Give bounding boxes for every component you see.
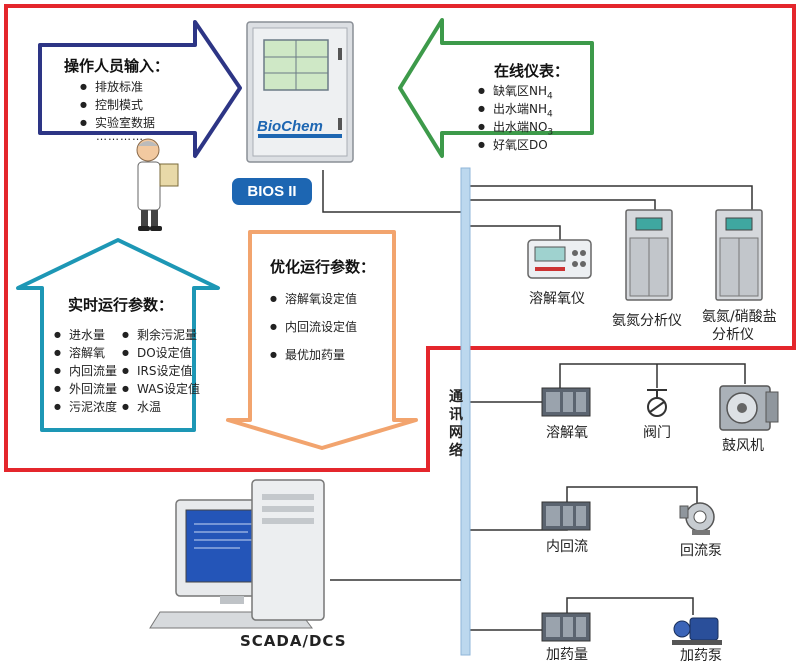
optimized-item: 内回流设定值 — [270, 318, 357, 335]
blower-icon — [719, 385, 779, 431]
valve-icon — [647, 389, 667, 417]
scada-computer — [149, 479, 325, 629]
optimized-item: 溶解氧设定值 — [270, 290, 357, 307]
nitrate-analyzer-label-1: 氨氮/硝酸盐 — [702, 309, 777, 325]
internal-reflux-label: 内回流 — [546, 539, 588, 555]
valve-label: 阀门 — [643, 425, 671, 441]
controller-dosing — [541, 612, 591, 642]
bios-cabinet — [246, 21, 354, 163]
reflux-pump-icon — [679, 502, 715, 535]
online-item: 出水端NO3 — [478, 118, 553, 137]
do-meter-label: 溶解氧仪 — [529, 291, 585, 307]
nitrate-analyzer-label-2: 分析仪 — [712, 327, 754, 343]
realtime-item: WAS设定值 — [122, 380, 200, 397]
do-meter-device — [527, 239, 592, 279]
reflux-pump-label: 回流泵 — [680, 543, 722, 559]
dosing-label: 加药量 — [546, 647, 588, 663]
online-item: 出水端NH4 — [478, 100, 553, 119]
operator-person — [136, 138, 179, 231]
realtime-item: IRS设定值 — [122, 362, 193, 379]
dosing-pump-icon — [672, 617, 722, 645]
system-boundary — [4, 4, 796, 472]
blower-label: 鼓风机 — [722, 438, 764, 454]
biochem-logo: BioChem — [257, 118, 323, 135]
online-item: 缺氧区NH4 — [478, 82, 553, 101]
operator-item: 实验室数据 — [80, 114, 155, 131]
scada-label: SCADA/DCS — [240, 632, 347, 650]
nitrate-analyzer-device — [715, 209, 763, 301]
instrument-lines — [470, 185, 753, 240]
operator-item: 控制模式 — [80, 96, 143, 113]
controller-do — [541, 387, 591, 417]
cabinet-connection — [322, 170, 462, 213]
realtime-item: 溶解氧 — [54, 344, 105, 361]
realtime-item: 外回流量 — [54, 380, 117, 397]
ammonia-analyzer-device — [625, 209, 673, 301]
realtime-item: 内回流量 — [54, 362, 117, 379]
ammonia-analyzer-label: 氨氮分析仪 — [612, 313, 682, 329]
dosing-pump-label: 加药泵 — [680, 648, 722, 664]
realtime-item: 剩余污泥量 — [122, 326, 197, 343]
realtime-parameters-title: 实时运行参数： — [68, 296, 174, 314]
network-bar — [460, 167, 471, 656]
bios-badge: BIOS II — [232, 178, 312, 205]
optimized-parameters-title: 优化运行参数： — [270, 258, 376, 276]
optimized-parameters-arrow — [226, 230, 418, 450]
online-item: 好氧区DO — [478, 136, 548, 155]
realtime-item: 水温 — [122, 398, 161, 415]
controller-internal-reflux — [541, 501, 591, 531]
do-control-label: 溶解氧 — [546, 425, 588, 441]
online-instruments-title: 在线仪表： — [494, 62, 570, 80]
optimized-item: 最优加药量 — [270, 346, 345, 363]
realtime-item: DO设定值 — [122, 344, 192, 361]
control-lines — [470, 363, 746, 631]
operator-more: ………… — [96, 130, 144, 143]
realtime-item: 进水量 — [54, 326, 105, 343]
realtime-item: 污泥浓度 — [54, 398, 117, 415]
operator-input-title: 操作人员输入： — [64, 57, 170, 75]
network-label: 通讯网络 — [449, 389, 463, 459]
operator-item: 排放标准 — [80, 78, 143, 95]
